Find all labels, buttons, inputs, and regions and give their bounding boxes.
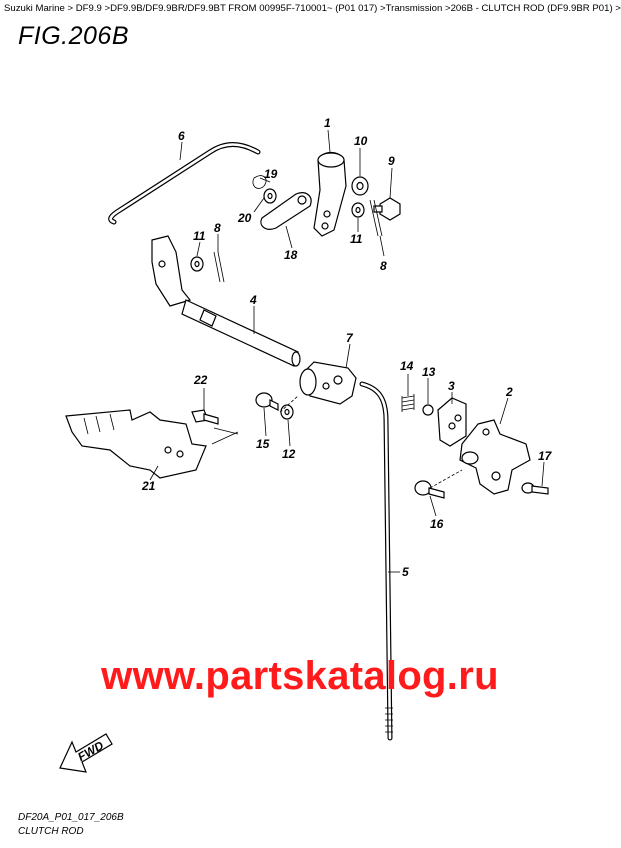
part-7-rod-holder[interactable]	[299, 361, 357, 405]
part-19-clip[interactable]	[252, 175, 267, 189]
callout-12[interactable]: 12	[282, 447, 296, 461]
part-20-washer[interactable]	[263, 188, 277, 204]
callout-16[interactable]: 16	[430, 517, 444, 531]
part-22-bolt[interactable]	[191, 409, 219, 425]
part-11-washer-left[interactable]	[190, 256, 204, 272]
callout-6[interactable]: 6	[178, 129, 185, 143]
callout-8-right[interactable]: 8	[380, 259, 387, 273]
leader-lines	[149, 129, 545, 573]
callout-7[interactable]: 7	[346, 331, 354, 345]
callout-9[interactable]: 9	[388, 154, 395, 168]
callout-17[interactable]: 17	[538, 449, 553, 463]
callout-20[interactable]: 20	[237, 211, 252, 225]
diagram-code: DF20A_P01_017_206B	[18, 812, 124, 823]
part-12-washer[interactable]	[280, 404, 294, 420]
part-4-shift-shaft[interactable]	[151, 235, 301, 367]
callout-2[interactable]: 2	[505, 385, 513, 399]
callout-15[interactable]: 15	[256, 437, 270, 451]
part-3-cam[interactable]	[437, 397, 467, 447]
part-18-link[interactable]	[260, 192, 312, 230]
part-8-cotter-pin-left[interactable]	[213, 251, 225, 283]
callout-14[interactable]: 14	[400, 359, 414, 373]
callout-5[interactable]: 5	[402, 565, 409, 579]
parts-diagram: 6 1 10 9 19 20 18 11 8 11 8 4 7 22 21 15…	[59, 116, 553, 773]
callout-21[interactable]: 21	[141, 479, 156, 493]
part-10-washer[interactable]	[351, 176, 369, 196]
part-6-rod[interactable]	[108, 142, 261, 225]
callout-1[interactable]: 1	[324, 116, 331, 130]
part-13-ball[interactable]	[422, 404, 434, 416]
callout-8-left[interactable]: 8	[214, 221, 221, 235]
callout-3[interactable]: 3	[448, 379, 455, 393]
callout-22[interactable]: 22	[193, 373, 208, 387]
part-2-clutch-lever[interactable]	[459, 419, 531, 495]
part-5-clutch-rod[interactable]	[359, 381, 393, 741]
callout-19[interactable]: 19	[264, 167, 278, 181]
callout-4[interactable]: 4	[249, 293, 257, 307]
figure-title: FIG.206B	[18, 22, 129, 50]
part-1-lever[interactable]	[313, 151, 347, 237]
diagram-name: CLUTCH ROD	[18, 826, 84, 837]
part-15-bolt[interactable]	[255, 392, 279, 411]
callout-11-right[interactable]: 11	[350, 232, 363, 246]
part-8-cotter-pin-right[interactable]	[369, 199, 383, 237]
part-17-screw[interactable]	[521, 482, 549, 495]
part-11-washer-right[interactable]	[351, 202, 365, 218]
part-21-bracket[interactable]	[65, 409, 207, 479]
callout-11-left[interactable]: 11	[193, 229, 206, 243]
breadcrumb[interactable]: Suzuki Marine > DF9.9 >DF9.9B/DF9.9BR/DF…	[4, 3, 621, 14]
callout-labels: 6 1 10 9 19 20 18 11 8 11 8 4 7 22 21 15…	[141, 116, 553, 579]
part-14-spring[interactable]	[401, 394, 415, 412]
fwd-arrow-icon: FWD	[59, 733, 113, 773]
callout-13[interactable]: 13	[422, 365, 436, 379]
callout-10[interactable]: 10	[354, 134, 368, 148]
callout-18[interactable]: 18	[284, 248, 298, 262]
watermark: www.partskatalog.ru	[101, 654, 499, 698]
part-16-bolt[interactable]	[414, 480, 445, 499]
